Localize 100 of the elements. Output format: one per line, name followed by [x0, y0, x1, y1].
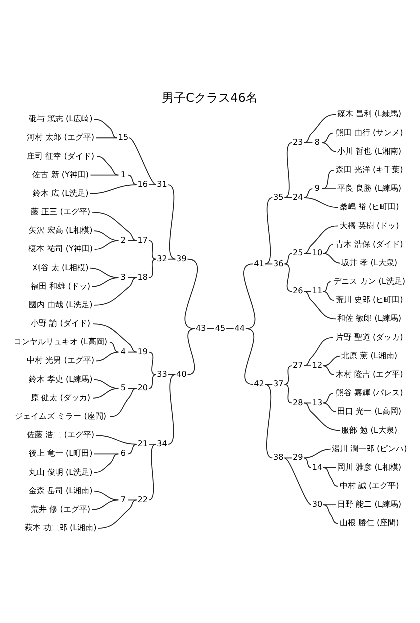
node-text: 中村 光男 (エグ平): [27, 355, 95, 366]
node-text: 鈴木 広 (L洗足): [32, 188, 89, 198]
node-text: 31: [157, 179, 168, 190]
node-text: 岡川 雅彦 (L相模): [338, 462, 402, 472]
node-text: 28: [292, 397, 304, 408]
node-text: 18: [138, 272, 148, 282]
node-text: 12: [312, 360, 323, 370]
node-text: 平良 良勝 (L練馬): [338, 183, 402, 194]
node-text: 後上 竜一 (L町田): [28, 448, 93, 458]
connector: [94, 490, 120, 501]
node-text: 30: [312, 499, 323, 510]
connector: [323, 282, 332, 292]
node-text: 坂井 孝 (L大泉): [342, 257, 398, 268]
node-text: 田口 光一 (L高岡): [338, 406, 402, 416]
connector: [323, 467, 337, 468]
node-text: 45: [215, 322, 226, 333]
node-text: 萩本 功二郎 (L湘南): [24, 522, 97, 533]
connector: [323, 253, 341, 264]
node-text: 熊田 由行 (サンメ): [336, 127, 404, 138]
node-text: 41: [254, 258, 264, 268]
node-text: 森田 光洋 (キ千葉): [336, 164, 404, 174]
connector: [304, 114, 337, 144]
node-text: 7: [120, 494, 126, 504]
connector: [323, 244, 334, 254]
connector: [304, 458, 312, 468]
node-text: コンヤルリュキオ (L高岡): [14, 336, 108, 347]
node-text: 2: [120, 234, 126, 245]
connector: [244, 264, 256, 330]
connector: [94, 454, 120, 474]
node-text: 桑嶋 裕 (ヒ町田): [340, 202, 400, 212]
node-text: 26: [292, 286, 304, 296]
node-text: 6: [120, 448, 126, 458]
connector: [96, 435, 138, 445]
connector: [94, 240, 120, 250]
connector: [148, 184, 157, 186]
connector: [206, 328, 215, 330]
connector: [323, 356, 341, 366]
node-text: 日野 能二 (L練馬): [338, 499, 402, 510]
node-text: 22: [138, 494, 148, 504]
node-text: 庄司 征幸 (ダイド): [27, 150, 95, 161]
node-text: 35: [274, 192, 284, 202]
node-text: 砥与 篤志 (L広崎): [28, 114, 93, 124]
node-text: 21: [138, 438, 148, 448]
node-text: 篠木 昌利 (L練馬): [338, 108, 402, 119]
connector: [184, 258, 198, 330]
connector: [323, 393, 334, 404]
connector: [168, 258, 176, 260]
node-text: 小野 諭 (ダイド): [31, 318, 91, 328]
connector: [96, 138, 118, 139]
connector: [90, 174, 120, 176]
connector: [168, 184, 176, 260]
connector: [96, 156, 120, 176]
node-text: 北原 薫 (L湘南): [342, 350, 398, 360]
connector: [322, 188, 337, 190]
node-text: 藤 正三 (エグ平): [31, 206, 91, 217]
diagram-title: 男子Cクラス46名: [162, 91, 258, 106]
node-text: 鈴木 孝史 (L練馬): [28, 374, 93, 384]
node-text: 29: [292, 452, 304, 462]
connector: [129, 138, 157, 186]
node-text: 9: [314, 183, 320, 194]
connector: [94, 454, 120, 455]
node-text: 原 健太 (ダッカ): [31, 392, 91, 402]
node-text: 11: [312, 286, 323, 296]
node-text: 中村 誠 (エグ平): [340, 480, 400, 491]
node-text: 木村 隆吉 (エグ平): [336, 368, 404, 379]
node-text: 1: [120, 169, 126, 180]
node-text: 片野 聖道 (ダッカ): [336, 332, 404, 342]
connector: [284, 142, 292, 198]
node-text: 32: [157, 253, 168, 264]
connector: [128, 388, 138, 390]
node-text: 17: [138, 234, 148, 245]
node-text: 湯川 潤一郎 (ピンハ): [332, 443, 408, 454]
node-text: 佐藤 浩二 (エグ平): [27, 430, 95, 440]
connector: [304, 198, 339, 208]
connector: [304, 142, 314, 144]
connector: [110, 342, 120, 353]
node-text: デニス カン (L洗足): [334, 276, 406, 286]
connector: [284, 384, 292, 404]
node-text: 大橋 英樹 (ドッ): [340, 220, 400, 230]
connector: [128, 174, 138, 186]
node-text: 24: [292, 192, 304, 202]
node-text: 山根 勝仁 (座間): [340, 518, 400, 528]
node-text: 14: [312, 462, 323, 472]
node-text: 15: [118, 132, 129, 142]
node-text: 39: [176, 253, 187, 264]
connector: [322, 132, 334, 144]
node-text: 44: [234, 322, 246, 333]
node-text: 23: [292, 137, 304, 147]
node-text: 43: [196, 322, 206, 333]
node-text: 5: [120, 382, 126, 393]
node-text: 金森 岳司 (L湘南): [28, 485, 93, 496]
connector: [323, 467, 339, 487]
node-text: 36: [274, 258, 284, 268]
connector: [94, 278, 138, 306]
node-text: 刈谷 太 (L相模): [32, 262, 89, 272]
connector: [90, 184, 138, 194]
node-text: 25: [292, 248, 304, 258]
node-text: 37: [274, 378, 284, 389]
connector: [323, 366, 334, 376]
node-text: 16: [138, 179, 148, 190]
